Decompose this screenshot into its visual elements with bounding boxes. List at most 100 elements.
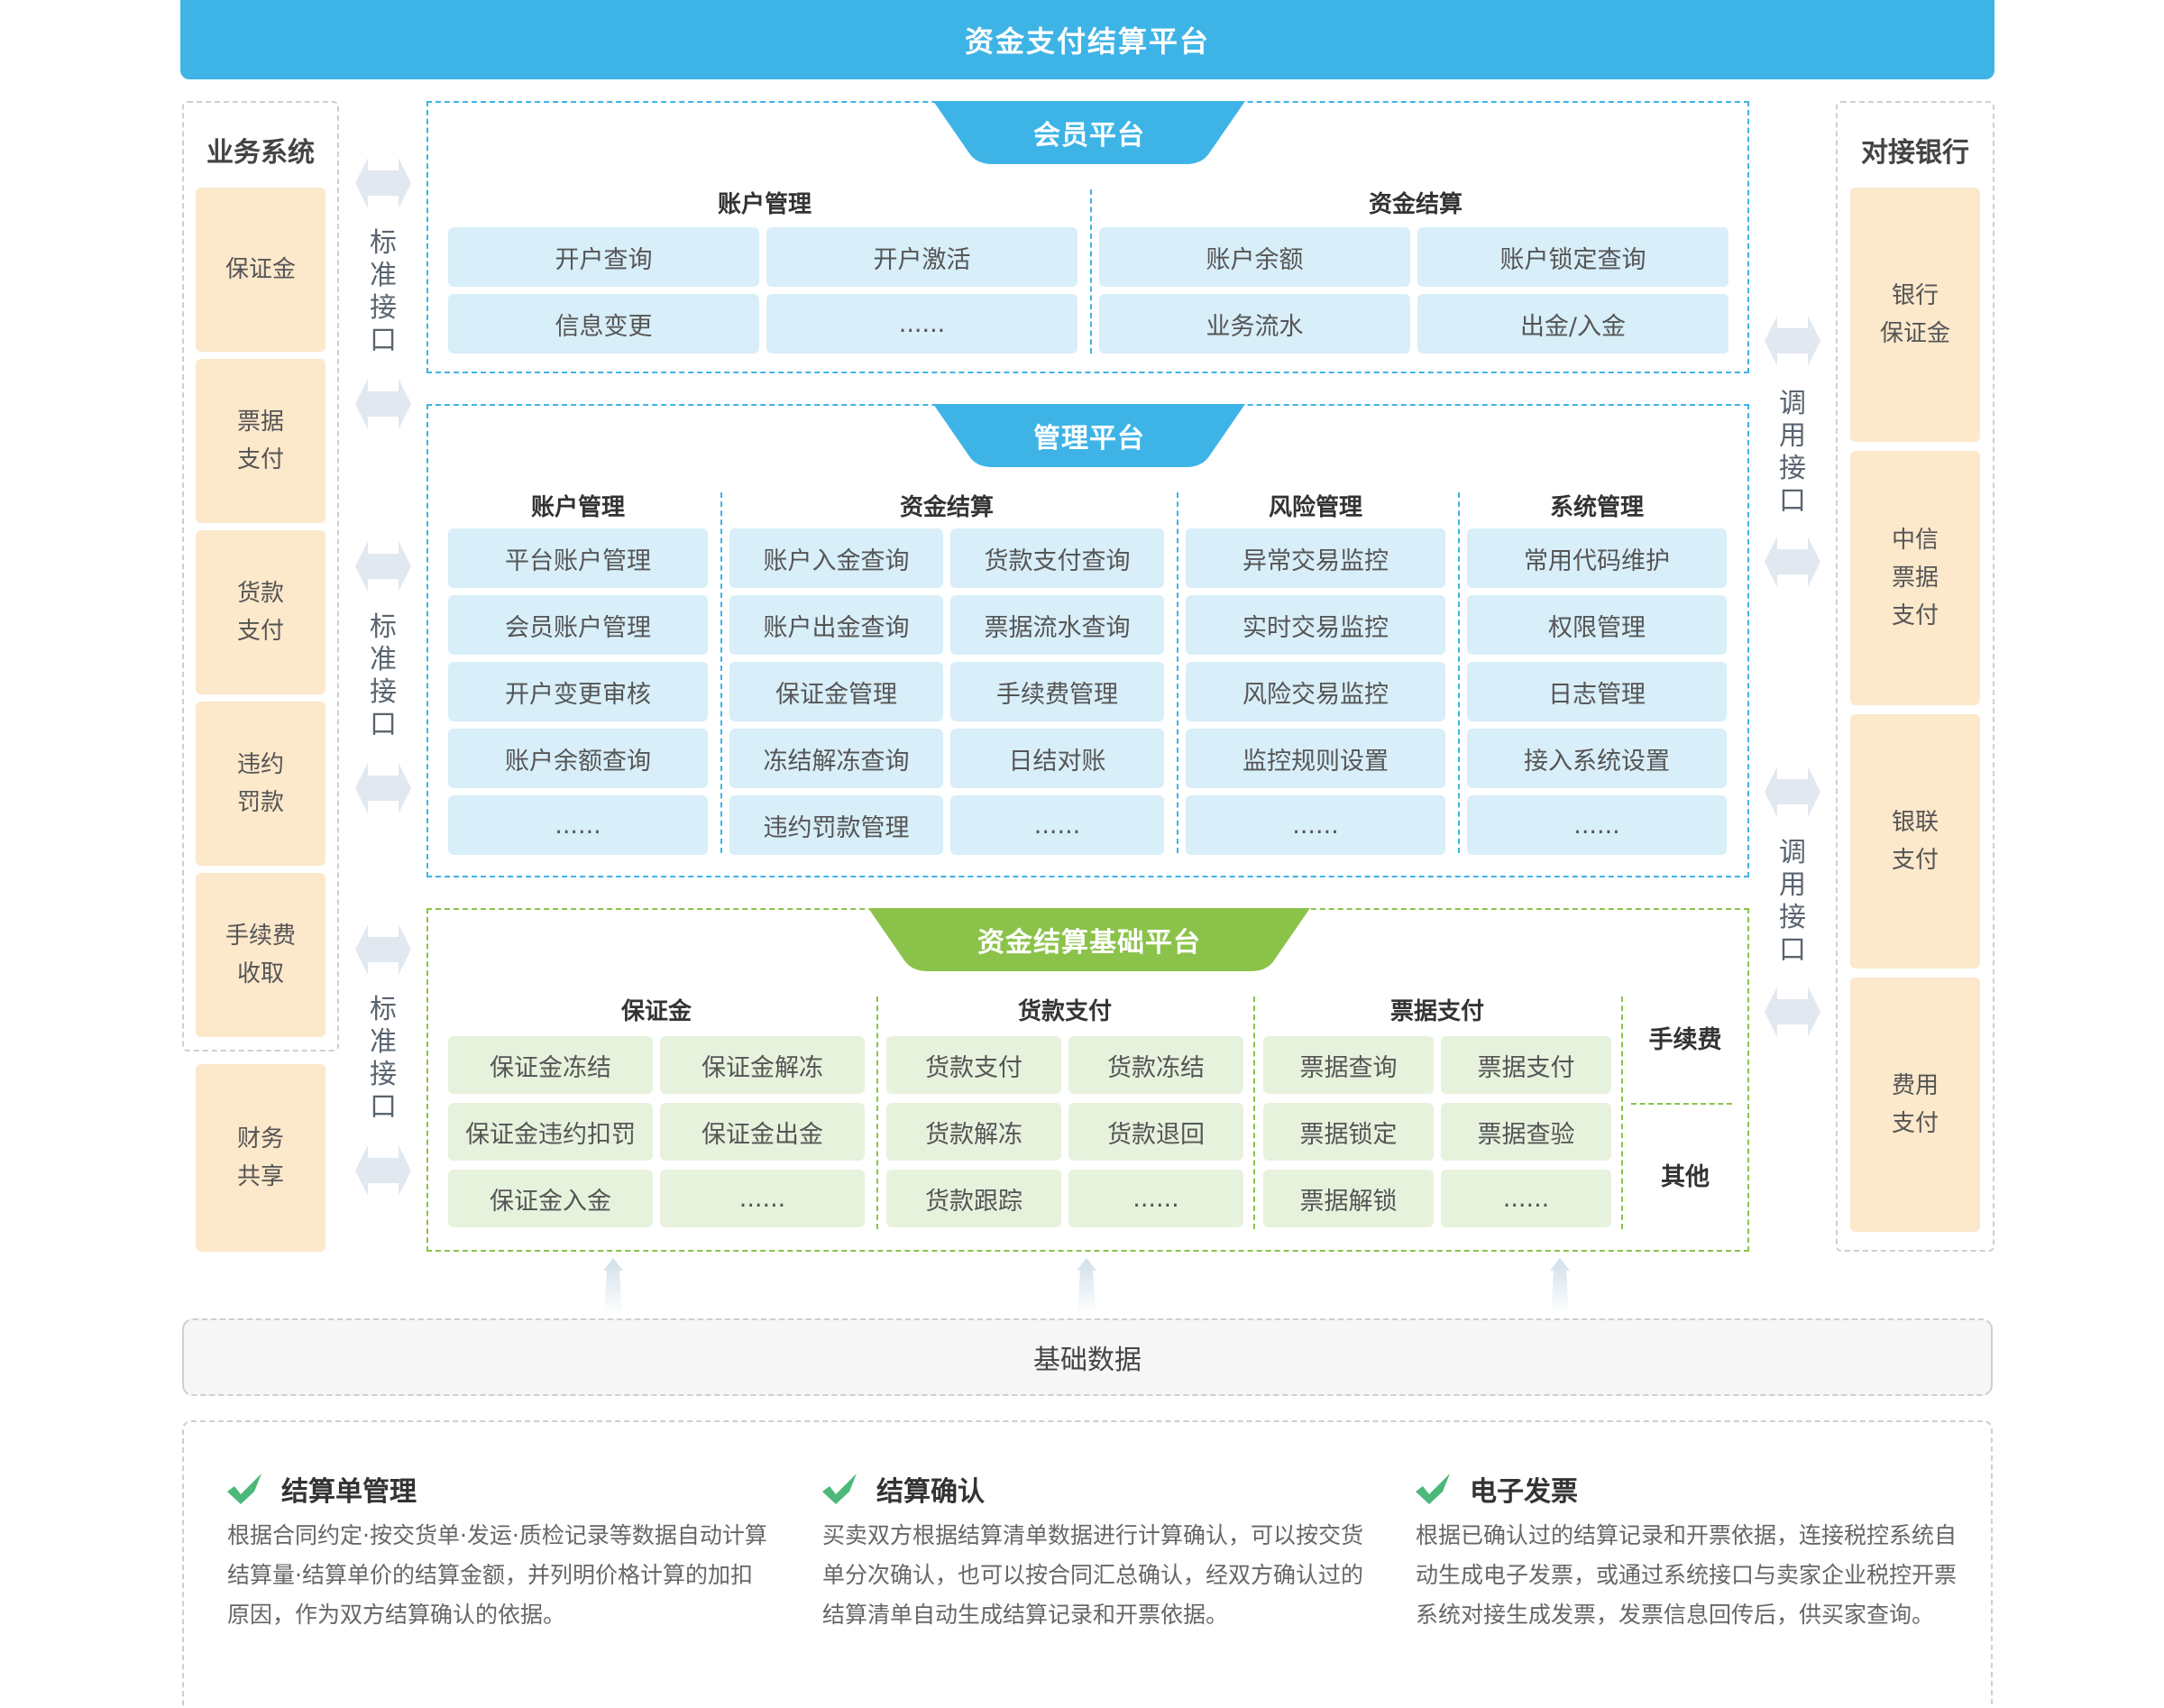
business-system-item[interactable]: 保证金 <box>196 188 326 352</box>
check-icon <box>822 1474 857 1504</box>
function-cell[interactable]: 票据解锁 <box>1263 1170 1434 1227</box>
function-cell[interactable]: 平台账户管理 <box>448 528 708 588</box>
business-system-item[interactable]: 货款 支付 <box>196 530 326 694</box>
function-cell[interactable]: 保证金管理 <box>729 662 943 721</box>
feature-description: 根据已确认过的结算记录和开票依据，连接税控系统自动生成电子发票，或通过系统接口与… <box>1416 1522 1958 1628</box>
bank-item[interactable]: 银联 支付 <box>1850 714 1980 969</box>
double-arrow-icon <box>355 763 411 813</box>
base-data-bar: 基础数据 <box>182 1318 1993 1396</box>
function-cell[interactable]: 货款支付查询 <box>950 528 1164 588</box>
business-system-item[interactable]: 手续费 收取 <box>196 873 326 1037</box>
function-cell[interactable]: 货款冻结 <box>1068 1036 1243 1094</box>
feature-item: 电子发票 根据已确认过的结算记录和开票依据，连接税控系统自动生成电子发票，或通过… <box>1416 1469 1957 1635</box>
group-divider <box>720 492 722 853</box>
group-title: 账户管理 <box>717 191 812 218</box>
function-cell[interactable]: ...... <box>660 1170 865 1227</box>
function-cell[interactable]: 票据锁定 <box>1263 1103 1434 1161</box>
double-arrow-icon <box>1765 537 1820 587</box>
business-system-item[interactable]: 票据 支付 <box>196 359 326 523</box>
business-system-item[interactable]: 违约 罚款 <box>196 702 326 866</box>
base-data-label: 基础数据 <box>1033 1345 1142 1376</box>
function-cell[interactable]: 日结对账 <box>950 729 1164 788</box>
function-cell[interactable]: 冻结解冻查询 <box>729 729 943 788</box>
function-cell[interactable]: ...... <box>766 294 1077 354</box>
features-panel: 结算单管理 根据合同约定·按交货单·发运·质检记录等数据自动计算结算量·结算单价… <box>182 1420 1993 1708</box>
group-title: 系统管理 <box>1549 494 1644 521</box>
function-cell[interactable]: ...... <box>448 795 708 855</box>
function-cell[interactable]: 会员账户管理 <box>448 595 708 655</box>
group-title: 资金结算 <box>1368 191 1463 218</box>
function-cell[interactable]: ...... <box>1068 1170 1243 1227</box>
function-cell[interactable]: 账户锁定查询 <box>1417 227 1728 287</box>
function-cell[interactable]: 票据支付 <box>1441 1036 1611 1094</box>
business-system-item-finance[interactable]: 财务 共享 <box>196 1064 326 1252</box>
base-platform-title: 资金结算基础平台 <box>977 927 1201 959</box>
function-cell[interactable]: 账户余额查询 <box>448 729 708 788</box>
function-cell[interactable]: 货款跟踪 <box>886 1170 1061 1227</box>
member-platform-panel: 会员平台 账户管理 开户查询 开户激活 信息变更 ...... 资金结算 账户余… <box>426 101 1749 373</box>
function-cell[interactable]: 货款解冻 <box>886 1103 1061 1161</box>
function-cell[interactable]: ...... <box>950 795 1164 855</box>
function-cell[interactable]: 账户出金查询 <box>729 595 943 655</box>
check-icon <box>227 1474 261 1504</box>
function-cell[interactable]: 账户余额 <box>1099 227 1410 287</box>
feature-item: 结算单管理 根据合同约定·按交货单·发运·质检记录等数据自动计算结算量·结算单价… <box>227 1469 768 1635</box>
bank-item[interactable]: 银行 保证金 <box>1850 188 1980 442</box>
member-platform-title: 会员平台 <box>1033 120 1145 152</box>
function-cell[interactable]: ...... <box>1186 795 1445 855</box>
up-arrow-icon <box>603 1258 623 1314</box>
business-systems-panel: 业务系统 保证金 票据 支付 货款 支付 违约 罚款 手续费 收取 <box>182 101 339 1051</box>
group-divider <box>1253 996 1255 1229</box>
function-cell[interactable]: 日志管理 <box>1467 662 1727 721</box>
feature-title: 结算确认 <box>876 1476 985 1508</box>
up-arrow-icon <box>1077 1258 1096 1314</box>
bank-item[interactable]: 中信 票据 支付 <box>1850 451 1980 705</box>
function-cell[interactable]: 接入系统设置 <box>1467 729 1727 788</box>
function-cell[interactable]: ...... <box>1467 795 1727 855</box>
function-cell[interactable]: 货款支付 <box>886 1036 1061 1094</box>
function-cell[interactable]: 保证金解冻 <box>660 1036 865 1094</box>
function-cell[interactable]: 违约罚款管理 <box>729 795 943 855</box>
member-platform-tab: 会员平台 <box>933 101 1245 164</box>
function-cell[interactable]: ...... <box>1441 1170 1611 1227</box>
bank-item[interactable]: 费用 支付 <box>1850 978 1980 1232</box>
function-cell[interactable]: 保证金入金 <box>448 1170 653 1227</box>
bank-integration-panel: 对接银行 银行 保证金 中信 票据 支付 银联 支付 费用 支付 <box>1836 101 1994 1252</box>
function-cell[interactable]: 开户变更审核 <box>448 662 708 721</box>
function-cell[interactable]: 开户查询 <box>448 227 759 287</box>
function-cell[interactable]: 业务流水 <box>1099 294 1410 354</box>
function-cell[interactable]: 出金/入金 <box>1417 294 1728 354</box>
page-title: 资金支付结算平台 <box>964 24 1210 59</box>
function-cell[interactable]: 风险交易监控 <box>1186 662 1445 721</box>
function-cell[interactable]: 货款退回 <box>1068 1103 1243 1161</box>
feature-description: 买卖双方根据结算清单数据进行计算确认，可以按交货单分次确认，也可以按合同汇总确认… <box>822 1522 1364 1628</box>
function-cell[interactable]: 开户激活 <box>766 227 1077 287</box>
function-cell[interactable]: 手续费管理 <box>950 662 1164 721</box>
function-cell[interactable]: 权限管理 <box>1467 595 1727 655</box>
standard-interface-label: 标 准 接 口 <box>370 611 397 740</box>
standard-interface-label: 标 准 接 口 <box>370 994 397 1123</box>
function-cell[interactable]: 信息变更 <box>448 294 759 354</box>
function-cell[interactable]: 保证金出金 <box>660 1103 865 1161</box>
management-platform-title: 管理平台 <box>1033 423 1145 455</box>
function-cell[interactable]: 保证金违约扣罚 <box>448 1103 653 1161</box>
group-divider <box>876 996 878 1229</box>
function-cell[interactable]: 票据查验 <box>1441 1103 1611 1161</box>
function-cell[interactable]: 票据流水查询 <box>950 595 1164 655</box>
function-cell[interactable]: 票据查询 <box>1263 1036 1434 1094</box>
function-cell[interactable]: 实时交易监控 <box>1186 595 1445 655</box>
function-cell[interactable]: 保证金冻结 <box>448 1036 653 1094</box>
function-cell[interactable]: 监控规则设置 <box>1186 729 1445 788</box>
function-cell[interactable]: 账户入金查询 <box>729 528 943 588</box>
double-arrow-icon <box>355 158 411 208</box>
fee-other-divider <box>1631 1103 1732 1105</box>
feature-title: 结算单管理 <box>281 1476 417 1508</box>
up-arrow-icon <box>1550 1258 1570 1314</box>
function-cell[interactable]: 常用代码维护 <box>1467 528 1727 588</box>
double-arrow-icon <box>355 924 411 975</box>
fee-label: 手续费 <box>1648 1026 1722 1054</box>
group-divider <box>1621 996 1623 1229</box>
function-cell[interactable]: 异常交易监控 <box>1186 528 1445 588</box>
call-interface-label: 调 用 接 口 <box>1779 837 1806 966</box>
double-arrow-icon <box>355 379 411 429</box>
